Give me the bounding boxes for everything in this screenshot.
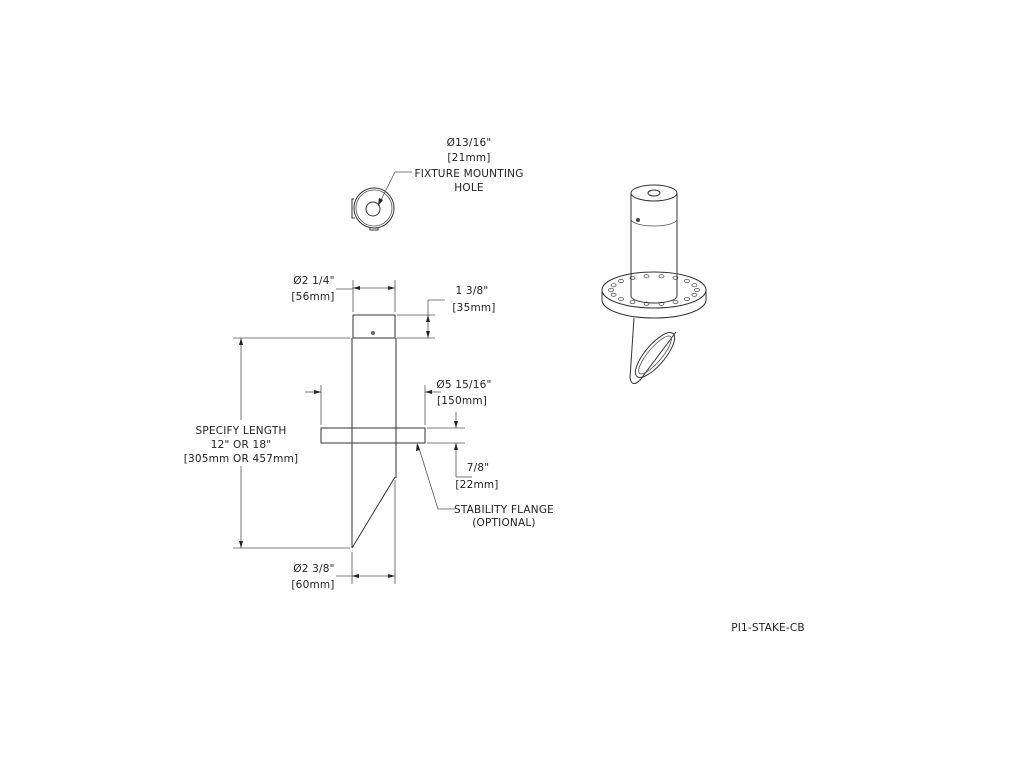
- iso-bevel-face: [634, 332, 676, 378]
- set-screw-tab-bottom: [369, 228, 379, 231]
- iso-set-screw: [636, 218, 640, 222]
- length-line2: 12" OR 18": [211, 439, 272, 451]
- top-view-inner-circle: [355, 189, 393, 227]
- dim-arrow: [425, 390, 432, 394]
- dim-arrow: [454, 443, 458, 450]
- dim-arrow: [352, 574, 359, 578]
- top-view-outer-circle: [353, 187, 395, 229]
- bottom-diameter-mm: [60mm]: [291, 579, 334, 591]
- dim-arrow: [239, 541, 243, 548]
- iso-flange-hole: [629, 300, 636, 305]
- stake-bevel: [351, 476, 396, 549]
- iso-spike: [629, 317, 677, 384]
- mounting-hole: [365, 201, 381, 217]
- hole-label-line2: HOLE: [454, 182, 483, 194]
- iso-flange-hole: [610, 283, 617, 288]
- flange-diameter-in: Ø5 15/16": [436, 379, 491, 391]
- leader-arrow: [416, 443, 420, 451]
- hole-diameter-mm: [21mm]: [447, 152, 490, 164]
- dim-arrow: [353, 286, 360, 290]
- top-view: Ø13/16" [21mm] FIXTURE MOUNTING HOLE: [351, 137, 523, 231]
- iso-flange-holes: [608, 274, 700, 306]
- flange-label-line2: (OPTIONAL): [472, 517, 535, 529]
- dim-arrow: [314, 390, 321, 394]
- iso-flange-hole: [684, 296, 690, 301]
- iso-bevel-inner: [638, 335, 672, 375]
- iso-flange-hole: [610, 292, 617, 297]
- iso-flange-hole: [629, 275, 636, 280]
- hole-diameter-in: Ø13/16": [447, 137, 492, 149]
- length-line1: SPECIFY LENGTH: [195, 425, 286, 437]
- mounting-hole-leader: [378, 171, 412, 205]
- flange-leader: [417, 444, 455, 510]
- dim-arrow: [426, 315, 430, 322]
- iso-flange-top: [601, 271, 707, 309]
- cap-height-mm: [35mm]: [452, 302, 495, 314]
- bottom-diameter-in: Ø2 3/8": [293, 563, 334, 575]
- iso-flange-hole: [691, 292, 698, 297]
- cap-height-in: 1 3/8": [456, 285, 489, 297]
- dim-arrow: [239, 338, 243, 345]
- iso-flange-hole: [643, 274, 650, 279]
- iso-flange-hole: [618, 296, 624, 301]
- set-screw: [371, 331, 375, 335]
- top-diameter-in: Ø2 1/4": [293, 275, 334, 287]
- hole-label-line1: FIXTURE MOUNTING: [414, 168, 523, 180]
- flange-thickness-in: 7/8": [467, 462, 490, 474]
- iso-flange-hole: [672, 275, 679, 280]
- iso-cap-seam: [630, 218, 678, 227]
- iso-flange-hole: [691, 283, 698, 288]
- part-number: PI1-STAKE-CB: [731, 622, 805, 634]
- side-view: Ø2 1/4" [56mm] 1 3/8" [35mm] SPECIFY LEN…: [184, 275, 554, 591]
- flange-label-line1: STABILITY FLANGE: [454, 504, 554, 516]
- leader-arrow: [378, 198, 383, 206]
- flange-thickness-mm: [22mm]: [455, 479, 498, 491]
- dim-arrow: [454, 421, 458, 428]
- top-diameter-mm: [56mm]: [291, 291, 334, 303]
- stake-cap: [352, 314, 396, 339]
- iso-flange-hole: [684, 279, 690, 284]
- flange-diameter-mm: [150mm]: [437, 395, 487, 407]
- iso-flange-hole: [672, 300, 679, 305]
- iso-mounting-hole: [647, 189, 661, 197]
- stability-flange: [320, 427, 426, 444]
- iso-flange-hole: [608, 287, 614, 292]
- set-screw-tab-left: [351, 198, 355, 219]
- length-line3: [305mm OR 457mm]: [184, 453, 299, 465]
- dim-arrow: [388, 574, 395, 578]
- iso-tube-top: [630, 184, 678, 202]
- iso-flange-hole: [618, 279, 624, 284]
- dim-arrow: [426, 331, 430, 338]
- iso-tube: [630, 193, 678, 304]
- iso-flange-hole: [658, 274, 665, 279]
- iso-flange-side: [601, 290, 707, 319]
- isometric-view: [601, 184, 707, 384]
- iso-flange-hole: [694, 287, 700, 292]
- dim-arrow: [388, 286, 395, 290]
